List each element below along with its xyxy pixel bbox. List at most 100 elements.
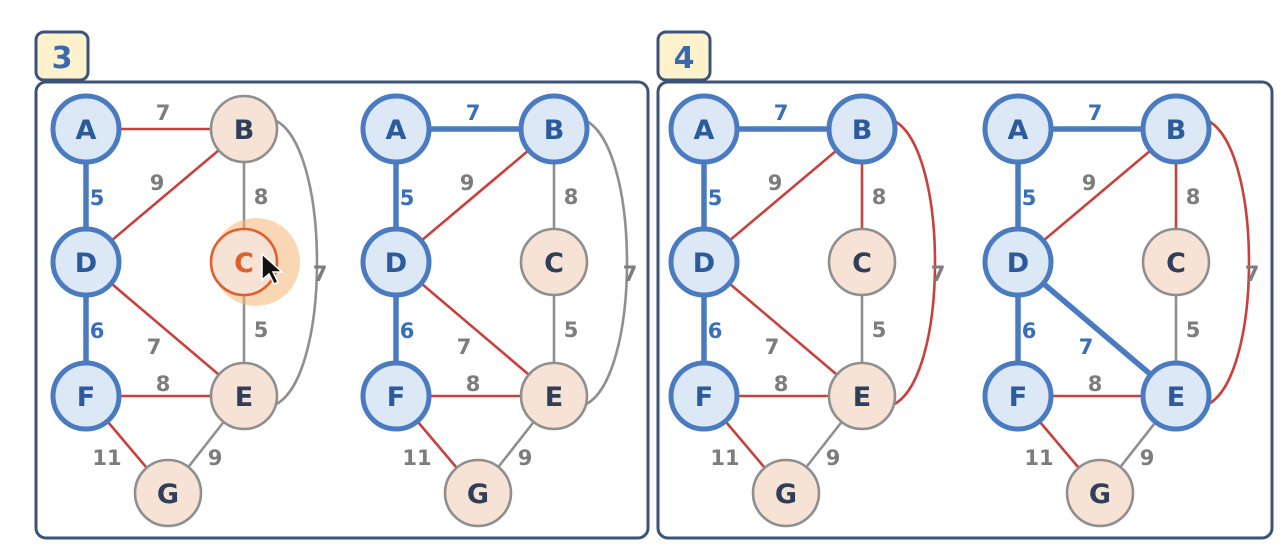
node-d: D [982,226,1054,298]
edge-weight-c-e: 5 [872,318,887,342]
node-label: C [1166,248,1186,279]
node-circle [1140,360,1212,432]
edge-weight-b-e: 7 [931,262,946,286]
edge-weight-f-e: 8 [774,372,789,396]
node-circle [982,93,1054,165]
node-f: F [50,360,122,432]
edge-weight-f-g: 11 [402,446,431,470]
edge-weight-b-c: 8 [254,185,269,209]
node-c: C [1141,227,1211,297]
node-g: G [1065,458,1135,528]
edge-weight-b-e: 7 [623,262,638,286]
node-circle [360,93,432,165]
edge-weight-e-g: 9 [208,446,223,470]
node-label: C [234,248,254,279]
node-circle [209,94,279,164]
node-label: D [75,248,97,279]
node-label: A [386,115,407,146]
node-circle [50,360,122,432]
node-d: D [360,226,432,298]
edge-weight-e-g: 9 [518,446,533,470]
node-label: F [1009,382,1027,413]
edge-weight-d-e: 7 [765,335,780,359]
node-circle [668,360,740,432]
step-badge-box [34,30,90,82]
step-number: 3 [52,41,73,76]
node-circle [50,226,122,298]
edge-weight-d-b: 9 [768,171,783,195]
node-circle [827,227,897,297]
node-e: E [519,361,589,431]
node-circle [827,361,897,431]
node-label: E [1167,382,1185,413]
panel-frame [34,80,650,540]
node-label: F [77,382,95,413]
node-circle [1141,227,1211,297]
node-e: E [1140,360,1212,432]
node-label: C [544,248,564,279]
node-g: G [751,458,821,528]
edge-weight-d-f: 6 [90,319,105,343]
node-b: B [826,93,898,165]
node-a: A [668,93,740,165]
edge-weight-d-b: 9 [150,171,165,195]
edge-weight-b-c: 8 [564,185,579,209]
edge-weight-d-e: 7 [147,335,162,359]
node-label: B [234,115,255,146]
step-badge: 3 [34,30,90,82]
node-label: E [545,382,563,413]
node-label: F [695,382,713,413]
node-circle [519,227,589,297]
edge-b-e [271,117,319,408]
edge-weight-a-d: 5 [708,186,723,210]
node-f: F [360,360,432,432]
edge-weight-e-g: 9 [826,446,841,470]
step-badge-box [656,30,712,82]
edge-weight-f-g: 11 [1024,446,1053,470]
node-label: B [544,115,565,146]
node-label: G [157,479,179,510]
edge-weight-b-c: 8 [872,185,887,209]
node-f: F [982,360,1054,432]
node-circle [360,360,432,432]
edge-weight-d-b: 9 [460,171,475,195]
edge-weight-d-e: 7 [457,335,472,359]
node-label: E [853,382,871,413]
edge-weight-c-e: 5 [1186,318,1201,342]
edge-b-e [1203,117,1251,408]
node-circle [668,93,740,165]
node-label: A [76,115,97,146]
node-label: D [693,248,715,279]
node-e: E [209,361,279,431]
node-label: B [1166,115,1187,146]
step-number: 4 [674,41,695,76]
node-c: C [209,218,300,306]
edge-weight-f-g: 11 [710,446,739,470]
node-e: E [827,361,897,431]
node-g: G [443,458,513,528]
edge-weight-a-d: 5 [1022,186,1037,210]
node-g: G [133,458,203,528]
node-circle [443,458,513,528]
edge-weight-a-b: 7 [466,101,481,125]
node-circle [982,226,1054,298]
node-a: A [360,93,432,165]
node-circle [518,93,590,165]
step-badge: 4 [656,30,712,82]
edge-weight-c-e: 5 [564,318,579,342]
node-label: G [775,479,797,510]
node-circle [50,93,122,165]
node-label: G [1089,479,1111,510]
edge-weight-e-g: 9 [1140,446,1155,470]
edge-weight-b-e: 7 [1245,262,1260,286]
node-d: D [668,226,740,298]
node-circle [209,361,279,431]
edge-weight-f-e: 8 [466,372,481,396]
edge-weight-f-e: 8 [1088,372,1103,396]
